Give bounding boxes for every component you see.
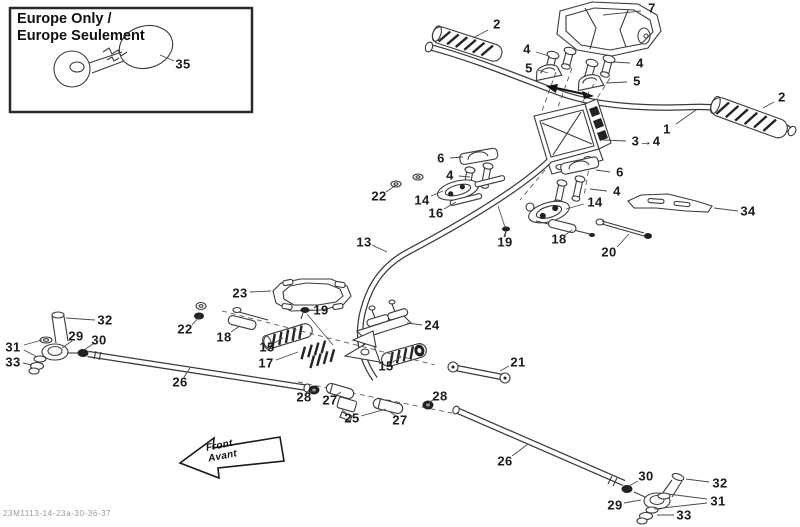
part-callout-29-left: 29 [68, 328, 84, 344]
grip-element-left [431, 25, 503, 62]
upper-hardware-cluster [390, 173, 506, 206]
part-callout-21: 21 [510, 354, 526, 370]
part-callout-2-right: 2 [778, 89, 786, 105]
part-callout-4-mid-left: 4 [446, 167, 454, 183]
part-callout-15-left: 15 [259, 339, 275, 355]
part-callout-13: 13 [356, 234, 372, 250]
steering-pad [556, 1, 662, 57]
part-callout-31-right: 31 [710, 493, 726, 509]
part-callout-28-a: 28 [296, 389, 312, 405]
leader-lines [22, 10, 775, 516]
part-callout-2-left: 2 [493, 16, 501, 32]
lower-clamp-left [459, 147, 499, 193]
part-callout-24: 24 [424, 317, 440, 333]
bolt-19-upper [497, 205, 510, 238]
part-callout-22-left: 22 [177, 321, 193, 337]
coupler-15-mid [381, 343, 427, 367]
europe-only-line2: Europe Seulement [17, 27, 145, 44]
part-callout-35: 35 [175, 56, 191, 72]
bracket-24 [351, 299, 413, 348]
grip-element-right [709, 95, 788, 139]
part-callout-6-left: 6 [437, 150, 445, 166]
tie-rod-end-right [621, 472, 685, 525]
part-callout-26-right: 26 [497, 453, 513, 469]
tie-rod-end-left [28, 311, 89, 375]
riser-bolts-and-clamps [535, 46, 616, 99]
part-callout-3-4: 3→4 [631, 133, 661, 149]
horn-part-35 [53, 24, 174, 88]
lower-clamp-right [553, 156, 600, 206]
drag-link-21 [447, 361, 511, 384]
part-callout-19-lower: 19 [313, 302, 329, 318]
part-callout-33-left: 33 [5, 354, 21, 370]
part-callout-16: 16 [428, 205, 444, 221]
part-callout-4-top-right: 4 [636, 55, 644, 71]
part-callout-23: 23 [232, 285, 248, 301]
right-bearing-cluster [525, 200, 652, 239]
part-callout-19-top: 19 [497, 234, 513, 250]
part-callout-29-right: 29 [607, 497, 623, 513]
europe-only-title: Europe Only / Europe Seulement [17, 10, 145, 44]
part-callout-14-top: 14 [414, 192, 430, 208]
front-direction-arrow [178, 436, 285, 480]
gasket-plate-23 [272, 278, 352, 312]
bracket-34 [627, 193, 713, 213]
bolt-19-lower [300, 307, 334, 346]
part-callout-17: 17 [258, 355, 274, 371]
part-callout-31-left: 31 [5, 339, 21, 355]
part-callout-28-b: 28 [432, 388, 448, 404]
part-callout-25: 25 [344, 410, 360, 426]
part-callout-6-right: 6 [616, 164, 624, 180]
bottom-center-hardware [308, 382, 434, 422]
part-callout-18-left: 18 [216, 329, 232, 345]
part-callout-18-right: 18 [551, 231, 567, 247]
part-callout-5-left: 5 [525, 60, 533, 76]
europe-inset-box [8, 6, 254, 114]
part-callout-32-right: 32 [712, 475, 728, 491]
part-callout-4-top-left: 4 [523, 41, 531, 57]
part-callout-20: 20 [601, 244, 617, 260]
part-callout-14-right: 14 [587, 194, 603, 210]
part-callout-27-b: 27 [392, 412, 408, 428]
part-callout-4-mid-right: 4 [613, 183, 621, 199]
part-callout-7: 7 [648, 0, 656, 16]
part-callout-15-mid: 15 [378, 358, 394, 374]
part-callout-27-a: 27 [322, 392, 338, 408]
friction-strips-17 [300, 340, 336, 369]
left-hardware-cluster [194, 301, 269, 330]
part-callout-34: 34 [740, 203, 756, 219]
part-callout-33-right: 33 [676, 507, 692, 523]
part-callout-1: 1 [663, 121, 671, 137]
riser-block [519, 67, 612, 201]
tie-rod-right [452, 405, 626, 487]
part-callout-32-left: 32 [97, 312, 113, 328]
tie-rod-left [87, 350, 311, 393]
part-callout-22-top: 22 [371, 188, 387, 204]
europe-only-line1: Europe Only / [17, 10, 112, 27]
part-callout-5-right: 5 [633, 73, 641, 89]
part-callout-30-right: 30 [638, 468, 654, 484]
part-callout-30-left: 30 [91, 332, 107, 348]
part-callout-26-left: 26 [172, 374, 188, 390]
diagram-part-code: 23M1113-14-23a-30-36-37 [3, 509, 112, 518]
